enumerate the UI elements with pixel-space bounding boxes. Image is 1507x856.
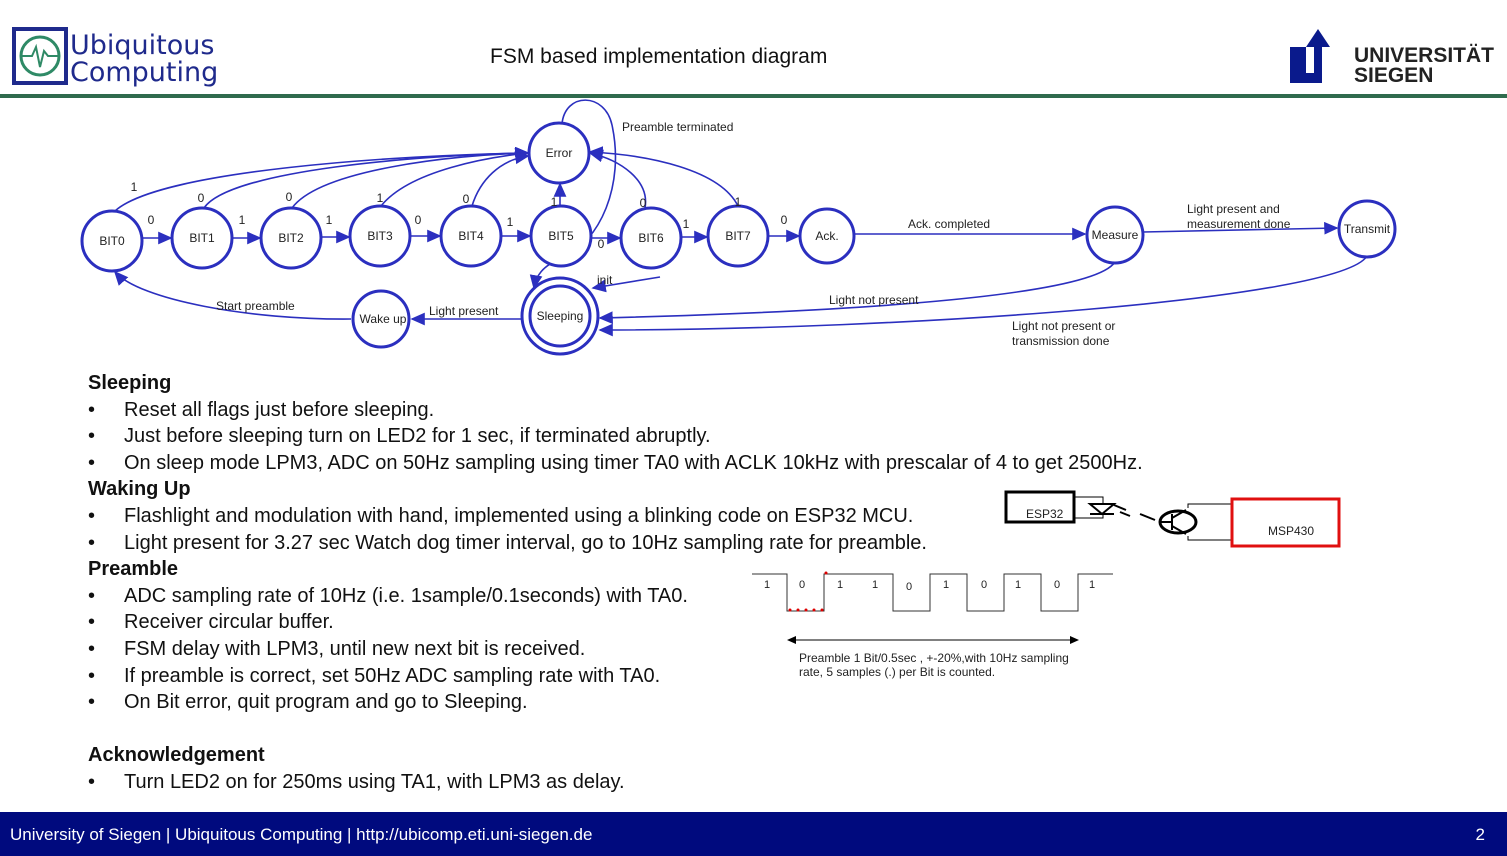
wave-bit: 1 xyxy=(764,579,770,591)
edge-label: 0 xyxy=(415,213,422,227)
footer-text: University of Siegen | Ubiquitous Comput… xyxy=(10,825,593,844)
state-bit1: BIT1 xyxy=(189,231,215,245)
bullet: On Bit error, quit program and go to Sle… xyxy=(88,689,1143,716)
bullet: FSM delay with LPM3, until new next bit … xyxy=(88,636,1143,663)
label-light-not-present-or-tx: Light not present or xyxy=(1012,319,1115,333)
state-bit0: BIT0 xyxy=(99,234,125,248)
label-light-not-present: Light not present xyxy=(829,293,919,307)
bullet: ADC sampling rate of 10Hz (i.e. 1sample/… xyxy=(88,583,1143,610)
label-light-not-present-or-tx: transmission done xyxy=(1012,334,1110,348)
hardware-and-waveform: ESP32 MSP430 1 0 1 1 0 1 0 1 0 1 Preambl… xyxy=(752,490,1341,679)
wave-bit: 1 xyxy=(837,579,843,591)
state-bit6: BIT6 xyxy=(638,231,664,245)
state-sleeping: Sleeping xyxy=(537,309,584,323)
section-heading: Sleeping xyxy=(88,372,172,394)
section-heading: Waking Up xyxy=(88,478,191,501)
waveform-caption: Preamble 1 Bit/0.5sec , +-20%,with 10Hz … xyxy=(799,651,1069,665)
esp32-box xyxy=(1004,490,1076,524)
waveform-caption: rate, 5 samples (.) per Bit is counted. xyxy=(799,665,995,679)
esp32-label: ESP32 xyxy=(1026,507,1064,521)
label-start-preamble: Start preamble xyxy=(216,299,295,313)
error-edge-label: 0 xyxy=(198,191,205,205)
msp430-box xyxy=(1230,497,1341,548)
state-bit5: BIT5 xyxy=(548,229,574,243)
edge-label: 1 xyxy=(239,213,246,227)
svg-text:Computing: Computing xyxy=(70,57,218,88)
state-bit4: BIT4 xyxy=(458,229,484,243)
bullet: Turn LED2 on for 250ms using TA1, with L… xyxy=(88,769,1143,796)
fsm-diagram: BIT0 BIT1 BIT2 BIT3 BIT4 BIT5 BIT6 BIT7 … xyxy=(80,99,1397,356)
state-bit7: BIT7 xyxy=(725,229,751,243)
label-light-present-measurement: measurement done xyxy=(1187,217,1291,231)
label-preamble-terminated: Preamble terminated xyxy=(622,120,733,134)
footer: University of Siegen | Ubiquitous Comput… xyxy=(0,812,1507,856)
error-edge-label: 1 xyxy=(131,180,138,194)
edge-label: 0 xyxy=(598,237,605,251)
error-edge-label: 1 xyxy=(551,195,558,209)
bullet: If preamble is correct, set 50Hz ADC sam… xyxy=(88,663,1143,690)
bullet: Receiver circular buffer. xyxy=(88,609,1143,636)
edge-label: 0 xyxy=(148,213,155,227)
wave-bit: 1 xyxy=(1089,579,1095,591)
edge-label: 1 xyxy=(507,215,514,229)
wave-bit: 0 xyxy=(981,579,987,591)
error-edge-label: 1 xyxy=(735,195,742,209)
error-edge-label: 0 xyxy=(640,196,647,210)
label-light-present-measurement: Light present and xyxy=(1187,202,1280,216)
section-heading: Acknowledgement xyxy=(88,744,265,767)
error-edge-label: 1 xyxy=(377,191,384,205)
label-light-present: Light present xyxy=(429,304,499,318)
svg-text:SIEGEN: SIEGEN xyxy=(1354,64,1433,87)
label-ack-completed: Ack. completed xyxy=(908,217,990,231)
bullet: Just before sleeping turn on LED2 for 1 … xyxy=(88,423,1143,450)
section-heading: Preamble xyxy=(88,558,179,581)
wave-bit: 0 xyxy=(799,579,805,591)
state-transmit: Transmit xyxy=(1344,222,1391,236)
led-icon xyxy=(1087,503,1117,516)
error-edge-label: 0 xyxy=(286,190,293,204)
ubiquitous-computing-logo: Ubiquitous Computing xyxy=(12,27,218,88)
preamble-waveform xyxy=(752,573,1113,612)
page-number: 2 xyxy=(1475,825,1485,844)
universitaet-siegen-logo: UNIVERSITÄT SIEGEN xyxy=(1290,29,1494,87)
bullet: Light present for 3.27 sec Watch dog tim… xyxy=(88,530,1143,557)
state-measure: Measure xyxy=(1092,228,1139,242)
edge-label: 1 xyxy=(326,213,333,227)
label-init: init xyxy=(597,273,613,287)
wave-bit: 0 xyxy=(906,581,912,593)
bullet: Reset all flags just before sleeping. xyxy=(88,397,1143,424)
wave-bit: 1 xyxy=(943,579,949,591)
state-ack: Ack. xyxy=(815,229,838,243)
msp430-label: MSP430 xyxy=(1268,524,1314,538)
wave-bit: 0 xyxy=(1054,579,1060,591)
bullet: On sleep mode LPM3, ADC on 50Hz sampling… xyxy=(88,450,1143,477)
edge-label: 0 xyxy=(781,213,788,227)
wave-bit: 1 xyxy=(1015,579,1021,591)
wave-bit: 1 xyxy=(872,579,878,591)
state-bit2: BIT2 xyxy=(278,231,304,245)
header-divider xyxy=(0,94,1507,98)
bullet: Flashlight and modulation with hand, imp… xyxy=(88,503,1143,530)
state-error: Error xyxy=(546,146,573,160)
edge-label: 1 xyxy=(683,217,690,231)
error-edge-label: 0 xyxy=(463,192,470,206)
state-wakeup: Wake up xyxy=(360,312,407,326)
svg-text:UNIVERSITÄT: UNIVERSITÄT xyxy=(1354,44,1494,67)
svg-text:Ubiquitous: Ubiquitous xyxy=(70,30,214,61)
state-bit3: BIT3 xyxy=(367,229,393,243)
sample-dots xyxy=(788,571,828,612)
slide-title: FSM based implementation diagram xyxy=(490,45,828,68)
slide-body: Sleeping Reset all flags just before sle… xyxy=(88,370,1143,796)
